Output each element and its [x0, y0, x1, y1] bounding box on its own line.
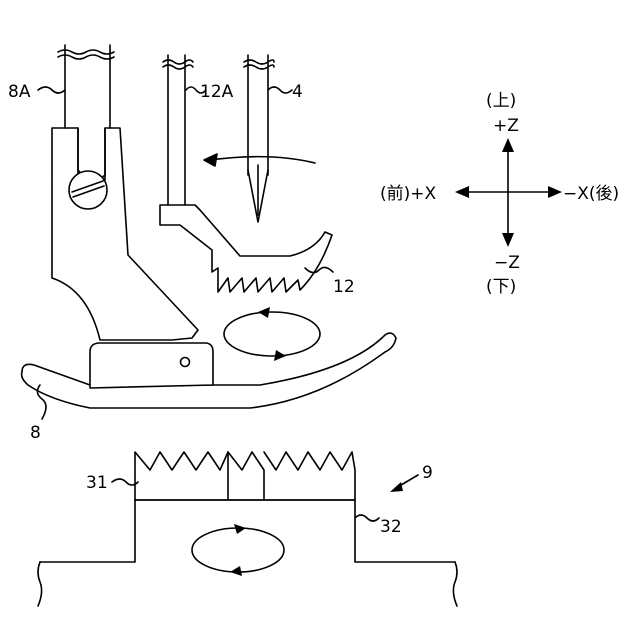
- axis-front-label: (前)+X: [380, 184, 437, 204]
- axis-minus-z: −Z: [494, 253, 520, 273]
- lower-rotation-ellipse: [192, 524, 284, 576]
- axis-plus-z: +Z: [493, 116, 519, 136]
- holder-screw: [69, 171, 107, 209]
- label-8a: 8A: [8, 82, 31, 102]
- axis-up-label: (上): [486, 91, 516, 111]
- presser-shank: [58, 45, 114, 128]
- axis-minus-x: −X(後): [563, 184, 619, 204]
- label-32: 32: [380, 517, 402, 537]
- label-4: 4: [292, 82, 303, 102]
- needle: [204, 55, 315, 222]
- label-8: 8: [30, 423, 41, 443]
- presser-foot-holder: [52, 128, 198, 340]
- presser-foot-sole: [22, 333, 396, 408]
- label-31: 31: [86, 473, 108, 493]
- axis-down-label: (下): [486, 277, 516, 297]
- label-9: 9: [422, 463, 433, 483]
- feed-dog-bar: [163, 55, 193, 205]
- direction-axes: [455, 138, 562, 247]
- upper-feed-dog: [160, 205, 332, 292]
- label-12a: 12A: [200, 82, 234, 102]
- upper-rotation-ellipse: [224, 307, 320, 361]
- label-12: 12: [333, 277, 355, 297]
